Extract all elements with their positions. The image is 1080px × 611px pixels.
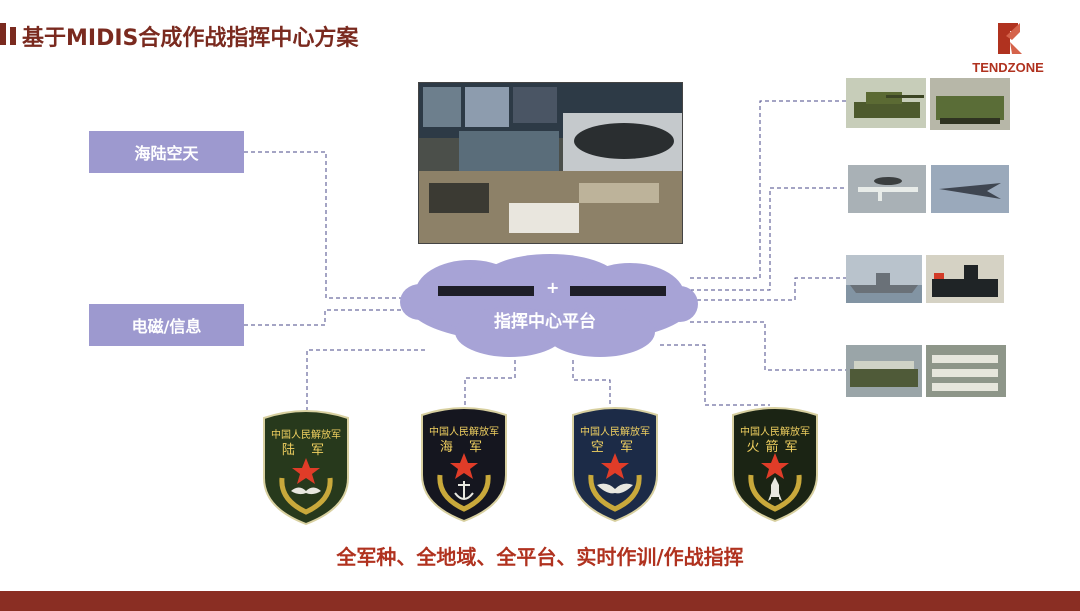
rocket-icon [768,477,782,501]
badge-name: 海 军 [439,440,489,455]
domain-box-label: 海陆空天 [134,144,199,163]
fighter-jet-image [931,165,1009,217]
shield-icon [732,407,818,523]
badge-top-text: 中国人民解放军 [740,427,810,438]
server-unit-right [570,286,666,296]
link-em-info [244,309,410,326]
link-naval-assets [690,277,846,301]
shield-icon [263,410,349,526]
server-unit-left [438,286,534,296]
badge-top-text: 中国人民解放军 [271,430,341,441]
domain-box-land-sea-air-space: 海陆空天 [89,131,244,173]
hub-plus-sign: + [546,278,560,297]
awacs-aircraft-image [848,165,926,217]
command-hub-cloud [400,254,698,357]
link-army-badge [306,349,425,410]
armored-vehicle-image [930,78,1010,134]
title-accent-bar-small [10,27,16,45]
link-navy-badge [464,360,516,405]
domain-box-label: 电磁/信息 [131,317,202,336]
missile-convoy-image [926,345,1006,401]
badge-top-text: 中国人民解放军 [429,427,499,438]
submarine-image [926,255,1004,307]
shield-icon [572,407,658,523]
destroyer-ship-image [846,255,922,307]
link-ground-assets [690,100,846,279]
link-airforce-badge [572,360,611,405]
tank-image [846,78,926,132]
wing-emblem-icon [291,487,321,495]
tendzone-logo-mark-icon [998,23,1022,54]
footer-slogan: 全军种、全地域、全平台、实时作训/作战指挥 [336,545,744,569]
rocket-force-badge: 中国人民解放军 火箭军 [727,405,823,523]
airforce-badge: 中国人民解放军 空 军 [567,405,663,523]
army-badge: 中国人民解放军 陆 军 [258,408,354,526]
badge-name: 火箭军 [746,440,804,455]
title-accent-bar [0,23,6,45]
anchor-icon [454,481,474,500]
command-center-photo [418,82,683,244]
shield-icon [421,407,507,523]
wing-emblem-icon [597,483,633,494]
link-air-assets [690,187,846,291]
badge-name: 陆 军 [281,443,331,458]
link-land-sea-air-space [244,151,420,299]
bottom-band [0,591,1080,611]
badge-top-text: 中国人民解放军 [580,427,650,438]
badge-name: 空 军 [590,440,640,455]
link-rocket-assets [690,321,846,371]
domain-box-em-info: 电磁/信息 [89,304,244,346]
navy-badge: 中国人民解放军 海 军 [416,405,512,523]
tendzone-logo: TENDZONE [968,18,1048,78]
link-rocket-badge [660,344,770,406]
hub-label: 指挥中心平台 [494,312,596,332]
logo-text: TENDZONE [972,60,1044,75]
page-title: 基于MIDIS合成作战指挥中心方案 [22,26,359,51]
missile-launcher-image [846,345,922,401]
